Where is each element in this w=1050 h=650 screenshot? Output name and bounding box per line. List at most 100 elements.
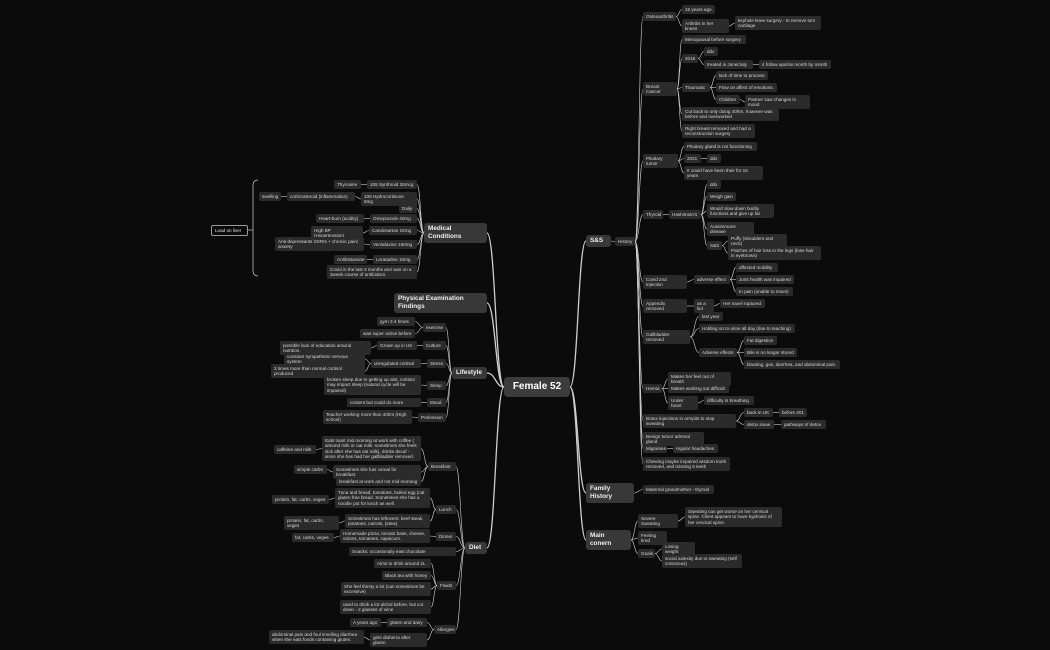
- node-ls-exercise[interactable]: exercise: [423, 323, 446, 332]
- node-oa-keyhole[interactable]: keyhole knee surgery - to remove torn ca…: [735, 16, 821, 31]
- node-med-daily[interactable]: Daily: [399, 204, 417, 213]
- node-med-loratadine[interactable]: Loratadine 10mg: [373, 255, 417, 264]
- node-gb-holding[interactable]: Holding on to urine all day (due to teac…: [699, 324, 795, 333]
- node-ls-sympathetic[interactable]: constant sympathetic nervous system: [284, 352, 365, 367]
- node-d-bf-simple-carbs[interactable]: simple carbs: [294, 465, 327, 474]
- node-cov-pain[interactable]: In pain (unable to move): [736, 287, 793, 296]
- node-load-on-liver[interactable]: Load on liver: [211, 225, 248, 236]
- node-ls-3-times[interactable]: 3 times more than normal cortisol produc…: [271, 364, 365, 379]
- node-bc-partner[interactable]: Partner saw changes in mood: [745, 95, 810, 110]
- node-pit-2021[interactable]: 2021: [684, 154, 701, 163]
- node-d-lu-protein2[interactable]: protein, fat, carbs, veges: [284, 516, 339, 531]
- node-d-al-abdominal[interactable]: abdominal pain and foul smelling diarrhe…: [269, 630, 364, 645]
- node-med-high-bp[interactable]: High BP (Hypertension): [311, 226, 363, 241]
- node-hash-puffy[interactable]: Puffy (shoulders and neck): [728, 234, 787, 249]
- branch-medical-conditions[interactable]: Medical Conditions: [424, 223, 487, 243]
- node-bc-children[interactable]: Children: [716, 95, 740, 104]
- node-hash-weight[interactable]: Weigh gain: [707, 192, 736, 201]
- node-d-bf-eats-toast[interactable]: Eats toast mid morning at work with coff…: [322, 436, 421, 462]
- node-d-di-homemade[interactable]: Homemade pizza, tomato base, cheese, oni…: [340, 529, 430, 544]
- node-hernia[interactable]: Hernia: [643, 384, 662, 393]
- node-d-al-years[interactable]: A years ago: [350, 618, 381, 627]
- node-ls-gym[interactable]: gym 2-4 times: [377, 317, 415, 326]
- node-med-hydrocortisone[interactable]: 105 Hydrocortisone 5mg: [361, 192, 417, 207]
- node-appendix[interactable]: Appendix removed: [643, 299, 687, 314]
- node-mc-sweating-detail[interactable]: Sweating can get worse on her cervical s…: [685, 507, 782, 527]
- node-bc-followup[interactable]: 4 follow ups/six month by month: [759, 60, 831, 69]
- node-med-swelling[interactable]: swelling: [259, 192, 281, 201]
- node-d-breakfast[interactable]: Breakfast: [428, 462, 456, 471]
- node-d-fl-alcohol[interactable]: used to drink a lot alchol before, but c…: [340, 600, 431, 615]
- node-hash-hair[interactable]: Patches of hair loss in the legs (lose h…: [728, 246, 821, 261]
- node-cov-mobility[interactable]: affected mobility: [736, 263, 778, 272]
- node-mc-goals[interactable]: Goals: [638, 549, 655, 558]
- node-hash-autoimmune[interactable]: Autoimmune disease: [707, 222, 754, 237]
- node-d-fluids[interactable]: Fluids: [437, 581, 456, 590]
- node-bc-flow[interactable]: Flow on affect of emotions.: [716, 83, 777, 92]
- branch-ss[interactable]: S&S: [586, 235, 611, 247]
- node-ls-sleep[interactable]: Sleep: [427, 381, 446, 390]
- node-d-al-diarrhea[interactable]: gets diaherra after gluten: [370, 633, 427, 648]
- node-ls-profession[interactable]: Profession: [418, 413, 446, 422]
- node-oa-arthritis-knees[interactable]: Arthritis in her knees: [682, 19, 729, 34]
- node-d-al-gluten-dairy[interactable]: gluten and dairy: [387, 618, 427, 627]
- branch-diet[interactable]: Diet: [465, 542, 487, 554]
- node-d-lu-protein[interactable]: protein, fat, carbs, veges: [272, 495, 329, 504]
- node-hash-slow[interactable]: Would slow down bodily functions and giv…: [707, 204, 774, 219]
- node-d-fl-thirsty[interactable]: She feel thirsty a lot (can sometimes be…: [341, 582, 431, 597]
- node-her-makes-feel[interactable]: Makes her feel out of breath: [668, 372, 731, 387]
- node-gb-bloating[interactable]: bloating, gas, diarrhea, and abdominal p…: [744, 360, 840, 369]
- node-osteoarthritis[interactable]: Osteoarthritis: [643, 12, 676, 21]
- node-cov-joint[interactable]: Joint health was impaired: [736, 275, 794, 284]
- node-med-heartburn[interactable]: Heart-burn (acidity): [316, 214, 364, 223]
- node-ls-broken-sleep[interactable]: broken sleep due to getting up alot, cor…: [324, 375, 421, 395]
- node-d-fl-black-tea[interactable]: Black tea with honey: [382, 571, 431, 580]
- node-ls-culture[interactable]: Culture: [423, 341, 446, 350]
- node-botox[interactable]: Botox injections in armpits to stop swea…: [643, 414, 736, 429]
- node-benign[interactable]: Benign tumor adrenal gland: [643, 432, 704, 447]
- node-chewing[interactable]: Chewing maybe impaired wisdom tooth remo…: [643, 457, 730, 472]
- node-covid[interactable]: Covid 2nd injection: [643, 275, 687, 290]
- node-hash-ddx[interactable]: ddx: [707, 180, 721, 189]
- node-ls-content[interactable]: content but could do more: [347, 398, 421, 407]
- node-history[interactable]: History: [615, 237, 635, 246]
- node-ls-super-active[interactable]: was super active before: [360, 329, 415, 338]
- node-bc-traumatic[interactable]: Traumatic: [682, 83, 710, 92]
- node-d-di-fat[interactable]: fat, carbs, veges: [292, 533, 334, 542]
- node-mc-losing-weight[interactable]: Losing weight: [662, 542, 695, 557]
- branch-main-concern[interactable]: Main conern: [586, 530, 631, 550]
- node-d-fl-aims[interactable]: Aims to drink around 2L: [374, 559, 431, 568]
- node-ls-lack-edu[interactable]: possible lack of education around nutrit…: [280, 341, 371, 356]
- node-ls-unregulated[interactable]: unregulated cortisol: [371, 359, 421, 368]
- node-gb-fat[interactable]: Fat digestion: [744, 336, 777, 345]
- node-app-kid[interactable]: as a kid: [694, 299, 714, 314]
- node-d-lunch[interactable]: Lunch: [436, 505, 456, 514]
- node-hashimoto[interactable]: Hashimoto's: [669, 210, 701, 219]
- node-bot-detox[interactable]: detox issue: [744, 420, 774, 429]
- node-med-corticosteroid[interactable]: corticosteroid (inflammation): [287, 192, 355, 201]
- node-bc-menopausal[interactable]: Menopausal before surgery: [682, 35, 746, 44]
- node-app-ruptured[interactable]: Her navel ruptured: [720, 299, 765, 308]
- node-ls-mood[interactable]: Mood: [427, 398, 446, 407]
- node-migraines[interactable]: Migraines: [643, 444, 667, 453]
- node-bot-before[interactable]: before 201: [779, 408, 807, 417]
- node-gb-bile[interactable]: Bile is no longer stored: [744, 348, 797, 357]
- node-med-thyroxine[interactable]: Thyroxine: [334, 180, 361, 189]
- node-fh-grandmother[interactable]: Maternal grandmother - thyroid: [643, 485, 714, 494]
- node-her-breathing[interactable]: difficulty in breathing: [704, 396, 754, 405]
- node-gb-last-year[interactable]: last year: [699, 312, 723, 321]
- node-d-allergies[interactable]: Allergies: [434, 625, 456, 634]
- node-pit-not-functioning[interactable]: Pituitary gland is not functioning: [684, 142, 757, 151]
- node-med-t4[interactable]: 105 Synthroid 25mcg: [367, 180, 417, 189]
- node-d-bf-at-work[interactable]: breakfast at work and not mid morning: [336, 477, 421, 486]
- node-d-lu-leftovers[interactable]: Sometimes has leftovers: beef steak, pot…: [345, 514, 430, 529]
- node-hash-sxs[interactable]: S&S: [707, 241, 722, 250]
- node-bc-treated[interactable]: treated in June/July: [704, 60, 753, 69]
- node-gb-adverse[interactable]: Adverse effects: [699, 348, 737, 357]
- node-gallbladder[interactable]: Gallbladder removed: [643, 330, 690, 345]
- node-d-snacks[interactable]: Snacks: occasionally east chocolate: [349, 547, 456, 556]
- root-node-female-52[interactable]: Female 52: [504, 377, 570, 397]
- node-d-bf-sometimes[interactable]: Sometimes she has cereal for breakfast.: [333, 465, 421, 480]
- node-bc-cut-back[interactable]: Cut back to only doing 40hrs, however wa…: [682, 107, 779, 122]
- node-ls-teacher[interactable]: Teacher working more than 40hrs (High sc…: [323, 410, 412, 425]
